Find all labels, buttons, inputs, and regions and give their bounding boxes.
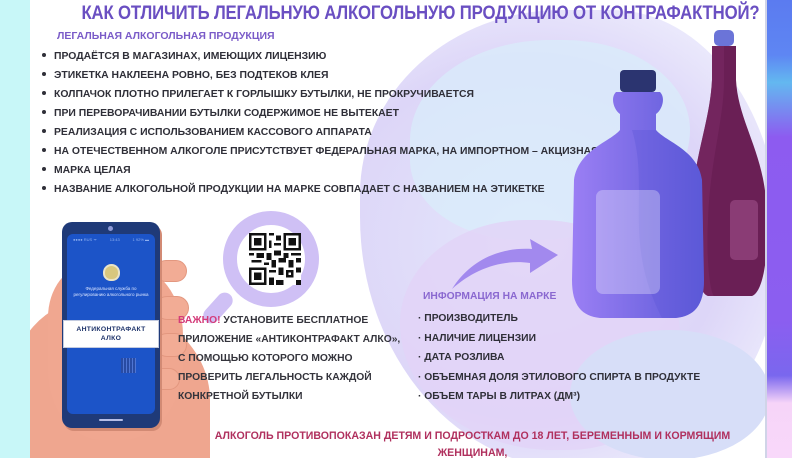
important-note: ВАЖНО! УСТАНОВИТЕ БЕСПЛАТНОЕ ПРИЛОЖЕНИЕ …: [178, 315, 401, 402]
list-item: НА ОТЕЧЕСТВЕННОМ АЛКОГОЛЕ ПРИСУТСТВУЕТ Ф…: [42, 142, 599, 161]
phone-screen: ●●●● RUS ᯤ 13:43 1 92% ▬ Федеральная слу…: [63, 234, 159, 414]
finger-illustration: [155, 333, 187, 357]
legal-products-heading: ЛЕГАЛЬНАЯ АЛКОГОЛЬНАЯ ПРОДУКЦИЯ: [57, 30, 275, 42]
stamp-info-heading: ИНФОРМАЦИЯ НА МАРКЕ: [423, 291, 557, 302]
important-label: ВАЖНО!: [178, 315, 221, 326]
page-title: КАК ОТЛИЧИТЬ ЛЕГАЛЬНУЮ АЛКОГОЛЬНУЮ ПРОДУ…: [81, 2, 760, 24]
bullet-icon: [42, 129, 46, 134]
finger-illustration: [155, 296, 189, 320]
qr-code-icon: [121, 358, 136, 373]
agency-name: Федеральная служба по регулированию алко…: [73, 286, 149, 297]
infographic-card: КАК ОТЛИЧИТЬ ЛЕГАЛЬНУЮ АЛКОГОЛЬНУЮ ПРОДУ…: [30, 0, 765, 458]
bullet-icon: [42, 186, 46, 191]
list-item: МАРКА ЦЕЛАЯ: [42, 161, 599, 180]
bullet-icon: [42, 148, 46, 153]
bullet-icon: [42, 53, 46, 58]
bullet-icon: [42, 91, 46, 96]
bullet-icon: [42, 72, 46, 77]
app-name-badge[interactable]: АНТИКОНТРАФАКТ АЛКО: [63, 320, 159, 348]
status-bar: ●●●● RUS ᯤ 13:43 1 92% ▬: [73, 237, 149, 242]
list-item: · НАЛИЧИЕ ЛИЦЕНЗИИ: [418, 332, 536, 344]
list-item: ЭТИКЕТКА НАКЛЕЕНА РОВНО, БЕЗ ПОДТЕКОВ КЛ…: [42, 66, 599, 85]
bottle-icon: [572, 70, 704, 318]
eagle-emblem-icon: [103, 264, 120, 281]
qr-code-icon: [249, 233, 301, 285]
list-item: РЕАЛИЗАЦИЯ С ИСПОЛЬЗОВАНИЕМ КАССОВОГО АП…: [42, 123, 599, 142]
health-warning: АЛКОГОЛЬ ПРОТИВОПОКАЗАН ДЕТЯМ И ПОДРОСТК…: [214, 430, 731, 458]
background-blob: [570, 330, 765, 458]
list-item: · ОБЪЕМ ТАРЫ В ЛИТРАХ (ДМ³): [418, 391, 580, 402]
wine-bottle-icon: [691, 30, 765, 296]
stamp-info-list: · ПРОИЗВОДИТЕЛЬ · НАЛИЧИЕ ЛИЦЕНЗИИ · ДАТ…: [418, 309, 700, 407]
list-item: КОЛПАЧОК ПЛОТНО ПРИЛЕГАЕТ К ГОРЛЫШКУ БУТ…: [42, 85, 599, 104]
home-indicator: [99, 419, 123, 421]
list-item: · ОБЪЕМНАЯ ДОЛЯ ЭТИЛОВОГО СПИРТА В ПРОДУ…: [418, 371, 701, 383]
bullet-icon: [42, 110, 46, 115]
list-item: ПРОДАЁТСЯ В МАГАЗИНАХ, ИМЕЮЩИХ ЛИЦЕНЗИЮ: [42, 47, 599, 66]
bullet-icon: [42, 167, 46, 172]
left-border-strip: [0, 0, 30, 458]
list-item: · ПРОИЗВОДИТЕЛЬ: [418, 313, 518, 324]
smartphone: ●●●● RUS ᯤ 13:43 1 92% ▬ Федеральная слу…: [62, 222, 160, 428]
list-item: · ДАТА РОЗЛИВА: [418, 352, 505, 363]
right-border-strip: [765, 0, 792, 458]
arrow-icon: [452, 239, 558, 289]
list-item: ПРИ ПЕРЕВОРАЧИВАНИИ БУТЫЛКИ СОДЕРЖИМОЕ Н…: [42, 104, 599, 123]
legal-products-list: ПРОДАЁТСЯ В МАГАЗИНАХ, ИМЕЮЩИХ ЛИЦЕНЗИЮ …: [42, 47, 599, 199]
qr-code[interactable]: [249, 233, 301, 285]
list-item: НАЗВАНИЕ АЛКОГОЛЬНОЙ ПРОДУКЦИИ НА МАРКЕ …: [42, 180, 599, 199]
camera-icon: [108, 226, 113, 231]
